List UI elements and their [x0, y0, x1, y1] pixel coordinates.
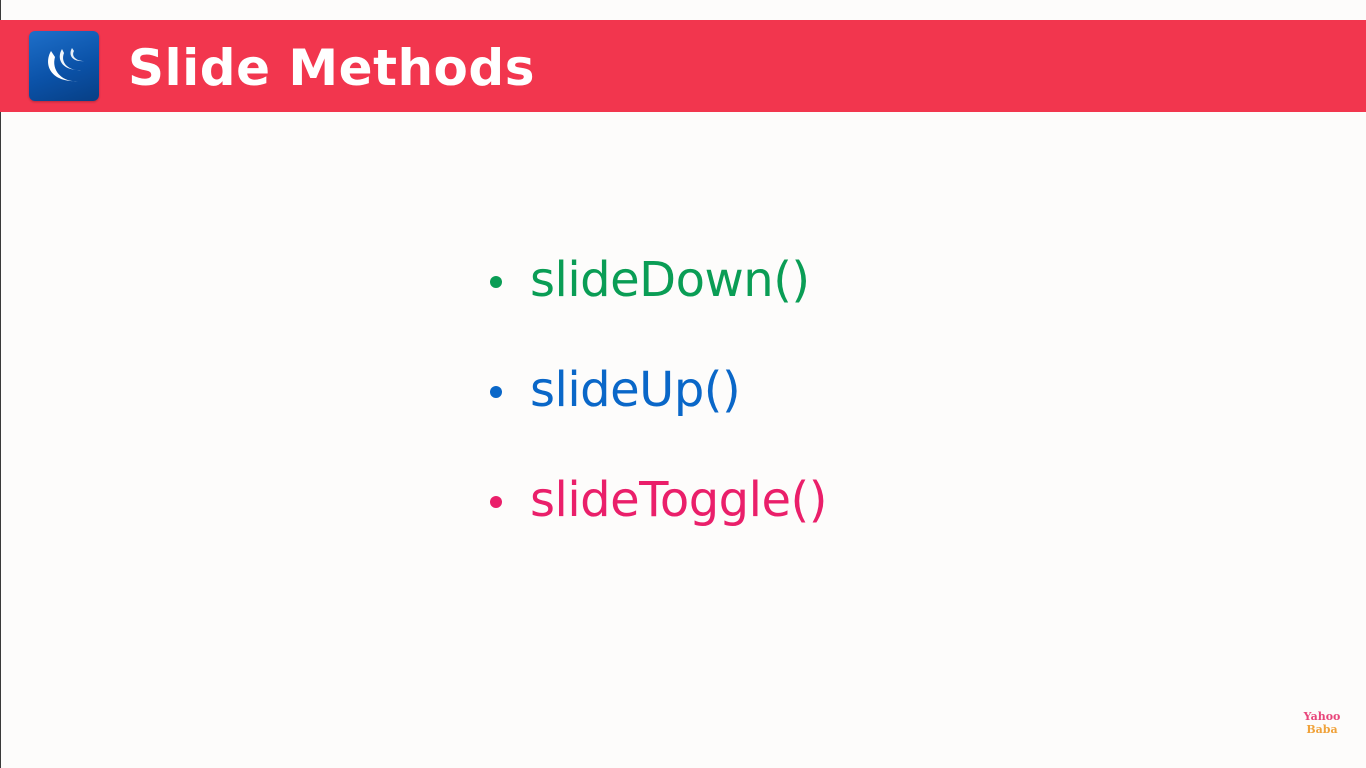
- bullet-icon: [490, 496, 502, 508]
- bullet-icon: [490, 386, 502, 398]
- bullet-icon: [490, 276, 502, 288]
- method-label: slideToggle(): [530, 472, 827, 528]
- top-strip: [0, 0, 1366, 20]
- method-label: slideDown(): [530, 252, 810, 308]
- watermark-line1: Yahoo: [1303, 710, 1341, 723]
- watermark-line2: Baba: [1306, 723, 1338, 736]
- slide-title: Slide Methods: [128, 39, 535, 97]
- method-label: slideUp(): [530, 362, 741, 418]
- jquery-logo-icon: [29, 31, 99, 101]
- left-border: [0, 0, 1, 768]
- header-bar: [0, 20, 1366, 112]
- channel-watermark: Yahoo Baba: [1300, 710, 1344, 736]
